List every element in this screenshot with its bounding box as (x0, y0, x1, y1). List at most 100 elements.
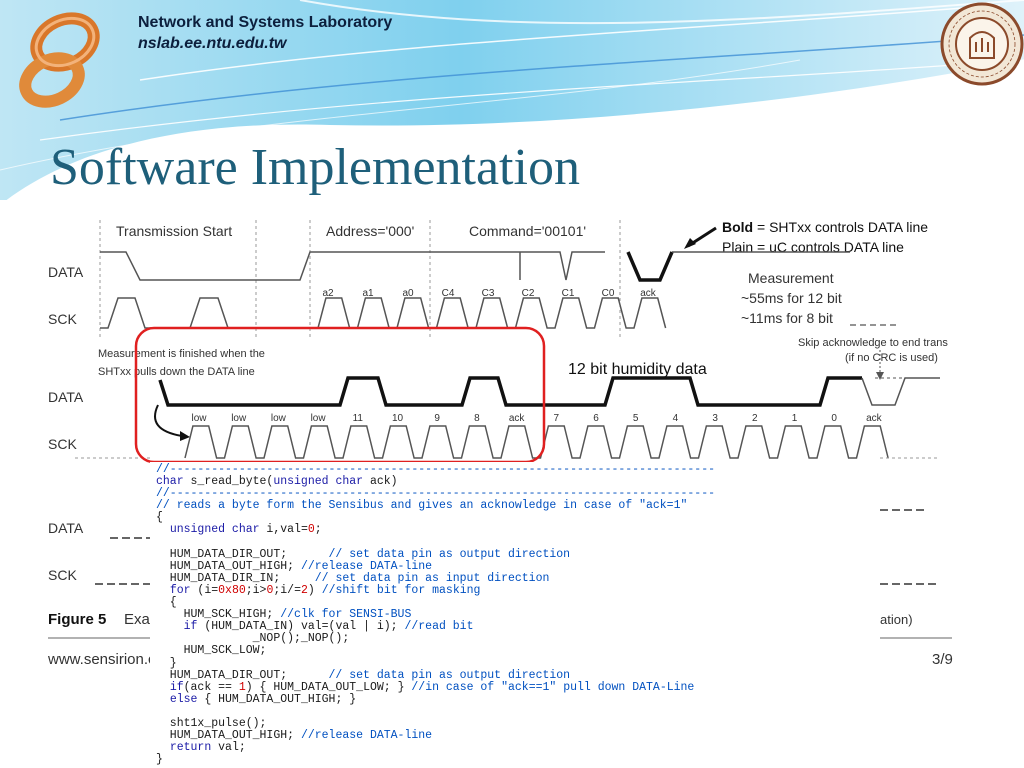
code-token: ; (314, 523, 322, 537)
finished-line1: Measurement is finished when the (98, 348, 265, 360)
timing-diagram: Transmission Start Address='000' Command… (47, 219, 953, 668)
code-token: i,val= (259, 523, 308, 537)
code-token: HUM_DATA_DIR_IN; (156, 571, 315, 585)
bit-label: 2 (752, 413, 758, 424)
code-line: { (156, 512, 880, 524)
measurement-label: Measurement (748, 270, 834, 286)
code-token: HUM_DATA_DIR_OUT; (156, 668, 329, 682)
mid-sck-pulses (184, 425, 889, 459)
top-sck-pulses (317, 297, 667, 329)
code-line: _NOP();_NOP(); (156, 633, 880, 645)
code-line: else { HUM_DATA_OUT_HIGH; } (156, 692, 880, 706)
sck-label-bottom: SCK (48, 567, 77, 583)
bit-label: ack (509, 413, 526, 424)
legend-plain: Plain = uC controls DATA line (722, 239, 904, 255)
code-line: } (156, 754, 880, 766)
bit-label: a0 (402, 288, 414, 299)
code-line: for (i=0x80;i>0;i/=2) //shift bit for ma… (156, 583, 880, 597)
code-listing: //--------------------------------------… (150, 462, 880, 768)
code-line: if(ack == 1) { HUM_DATA_OUT_LOW; } //in … (156, 680, 880, 694)
sck-pulse-train-mid (184, 425, 889, 459)
code-token: //read bit (404, 620, 474, 634)
legend-bold-rest: = SHTxx controls DATA line (753, 219, 928, 235)
bit-label: 3 (712, 413, 718, 424)
code-line: { (156, 596, 880, 609)
code-line: HUM_DATA_OUT_HIGH; //release DATA-line (156, 730, 880, 742)
skip-line1: Skip acknowledge to end trans (798, 337, 948, 349)
code-token: } (156, 656, 177, 670)
code-line: sht1x_pulse(); (156, 717, 880, 730)
code-token: // set data pin as output direction (328, 547, 571, 561)
code-token: else (169, 692, 198, 706)
code-token: // reads a byte form the Sensibus and gi… (156, 499, 688, 513)
code-token: { HUM_DATA_OUT_HIGH; } (197, 692, 357, 706)
lab-name: Network and Systems Laboratory (138, 14, 393, 31)
sck-pulse-train-top (317, 297, 667, 329)
figure-label: Figure 5 (48, 611, 106, 628)
code-token: unsigned char (169, 523, 260, 537)
bit-label: ack (866, 413, 883, 424)
svg-text:Bold = SHTxx controls DATA lin: Bold = SHTxx controls DATA line (722, 219, 928, 235)
code-token: HUM_SCK_LOW; (156, 644, 267, 658)
code-token: (i= (190, 583, 219, 597)
code-token: ) { HUM_DATA_OUT_LOW; } (245, 680, 412, 694)
address-label: Address='000' (326, 223, 414, 239)
code-line: unsigned char i,val=0; (156, 524, 880, 536)
code-line: HUM_DATA_DIR_IN; // set data pin as inpu… (156, 571, 880, 585)
data-label-mid: DATA (48, 389, 84, 405)
figure-caption-start: Exar (124, 611, 155, 628)
code-token: for (169, 583, 191, 597)
code-token (156, 681, 170, 694)
code-token: if (183, 620, 198, 634)
bit-label: C4 (442, 288, 455, 299)
bit-label: 0 (831, 413, 837, 424)
code-token: //release DATA-line (300, 559, 433, 573)
bit-label: low (231, 413, 247, 424)
measurement-12bit: ~55ms for 12 bit (741, 290, 842, 306)
code-token: HUM_SCK_HIGH; (156, 608, 281, 622)
figure-caption-end: ation) (880, 612, 913, 627)
lab-logo-icon (19, 12, 100, 108)
bit-label: 4 (673, 413, 679, 424)
finished-line2: SHTxx pulls down the DATA line (98, 366, 255, 378)
code-line: } (156, 656, 880, 670)
data-label-bottom: DATA (48, 520, 84, 536)
code-token: ack) (363, 475, 398, 489)
code-token: //release DATA-line (300, 729, 433, 743)
lab-url: nslab.ee.ntu.edu.tw (138, 35, 287, 52)
page-number: 3/9 (932, 651, 953, 668)
measurement-8bit: ~11ms for 8 bit (741, 310, 833, 326)
sck-label-mid: SCK (48, 436, 77, 452)
code-token (156, 523, 170, 536)
code-token: return (169, 741, 212, 755)
bit-label: C1 (562, 288, 575, 299)
code-token: // set data pin as output direction (328, 668, 571, 682)
code-token: HUM_DATA_DIR_OUT; (156, 547, 329, 561)
bit-label: low (191, 413, 207, 424)
code-token: if (169, 680, 184, 694)
bit-label: 11 (353, 413, 364, 424)
bit-label: 10 (392, 413, 404, 424)
bit-label: 6 (593, 413, 599, 424)
code-token: _NOP();_NOP(); (156, 632, 350, 646)
code-line: HUM_SCK_LOW; (156, 645, 880, 657)
bit-label: low (271, 413, 287, 424)
code-token: (HUM_DATA_IN) val=(val | i); (197, 620, 405, 634)
code-line: HUM_SCK_HIGH; //clk for SENSI-BUS (156, 609, 880, 621)
code-token (156, 741, 170, 754)
bit-label: C2 (522, 288, 535, 299)
code-token: } (156, 753, 163, 767)
bit-label: ack (640, 288, 657, 299)
data-label-top: DATA (48, 264, 84, 280)
code-line: return val; (156, 742, 880, 754)
code-token: 0 (266, 583, 274, 597)
code-token (156, 620, 184, 633)
slide-title: Software Implementation (50, 139, 580, 196)
code-token: ) (307, 583, 322, 597)
code-line: HUM_DATA_OUT_HIGH; //release DATA-line (156, 559, 880, 573)
bit-label: 1 (792, 413, 798, 424)
code-token: //in case of "ack==1" pull down DATA-Lin… (411, 680, 695, 694)
code-token: 0 (307, 523, 315, 537)
